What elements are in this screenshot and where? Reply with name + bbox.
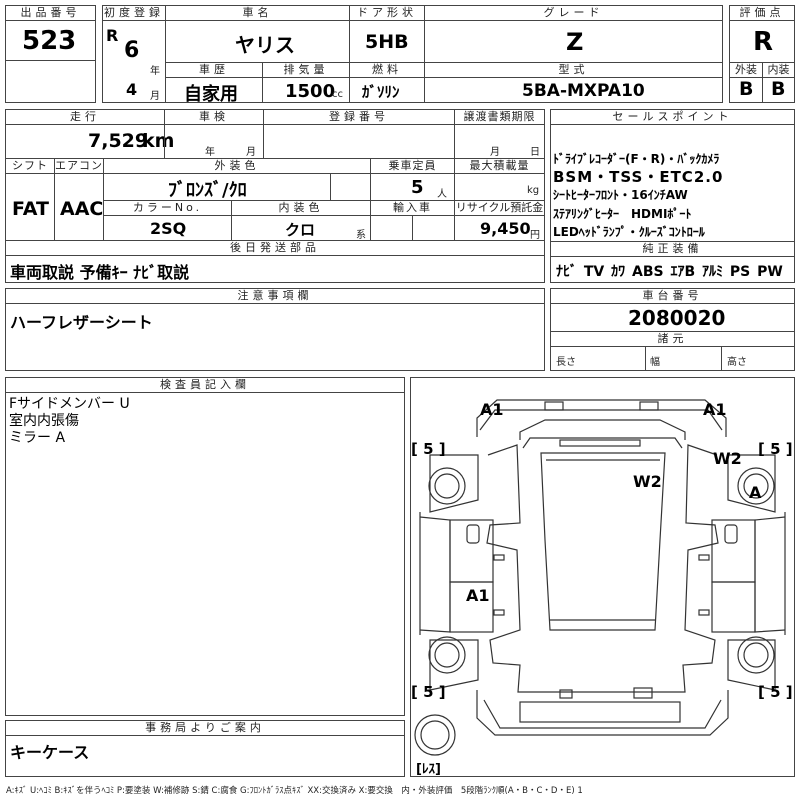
inspector-line: ミラー A [9,430,66,446]
capacity: 5 [411,177,424,198]
tread-depth: [ 5 ] [758,440,793,458]
color-no: 2SQ [150,219,187,238]
width-label: 幅 [650,357,660,368]
inspector-line: Fサイドメンバー U [9,396,130,412]
int-color-unit: 系 [356,230,366,241]
displacement-label: 排気量 [262,62,350,78]
recycle-label: リサイクル預託金 [454,200,545,216]
length-label: 長さ [556,357,576,368]
max-load-unit: kg [527,185,540,196]
tread-depth: [ 5 ] [411,440,446,458]
car-diagram-frame [410,377,795,777]
notes-cell [5,303,545,371]
exterior-score: B [739,78,754,100]
reg-year: 6 [124,38,140,63]
chassis-number: 2080020 [628,306,726,330]
height-cell [721,346,795,371]
damage-mark: W2 [633,472,662,491]
door-type: 5HB [365,31,409,53]
history-label: 車歴 [165,62,263,78]
notes-text: ハーフレザーシート [10,313,153,332]
interior-score: B [771,78,786,100]
ext-color-label: 外装色 [103,158,371,174]
sales-line: ｽﾃｱﾘﾝｸﾞﾋｰﾀｰ HDMIﾎﾟｰﾄ [553,207,692,221]
damage-mark: A1 [703,400,727,419]
month-unit: 月 [150,91,160,102]
mileage-unit: km [142,130,175,152]
fuel-label: 燃料 [349,62,425,78]
transfer-month-unit: 月 [490,147,500,158]
displacement: 1500 [285,81,336,102]
damage-mark: A1 [480,400,504,419]
model-cell [424,77,723,103]
exterior-score-label: 外装 [729,62,763,78]
era: R [106,26,119,45]
inspector-cell [5,392,405,716]
shift: FAT [12,198,49,220]
int-color: クロ [285,221,316,239]
shift-label: シフト [5,158,55,174]
inspector-line: 室内内張傷 [9,413,79,429]
capacity-unit: 人 [437,189,447,200]
equipment: ﾅﾋﾞ TV ｶﾜ ABS ｴｱB ｱﾙﾐ PS PW [556,264,783,280]
height-label: 高さ [727,357,747,368]
office-cell [5,735,405,777]
model-code: 5BA-MXPA10 [522,81,645,101]
ext-color: ﾌﾞﾛﾝｽﾞ/ｸﾛ [168,180,247,201]
legend: A:ｷｽﾞ U:ﾍｺﾐ B:ｷｽﾞを伴うﾍｺﾐ P:要塗装 W:補修跡 S:錆 … [6,786,583,796]
tread-depth: [ 5 ] [758,683,793,701]
lot-number: 523 [22,26,77,56]
reg-month: 4 [126,80,138,99]
transfer-day-unit: 日 [530,147,540,158]
fuel: ｶﾞｿﾘﾝ [362,83,400,101]
year-unit: 年 [150,66,160,77]
recycle-unit: 円 [530,230,540,241]
car-name: ヤリス [235,33,295,57]
sales-line: ｼｰﾄﾋｰﾀｰﾌﾛﾝﾄ・16ｲﾝﾁAW [553,188,688,202]
equipment-cell [550,256,795,283]
sales-line: BSM・TSS・ETC2.0 [553,168,724,186]
inspection-month-unit: 月 [246,147,256,158]
tread-depth: [ 5 ] [411,683,446,701]
office-text: キーケース [10,743,90,762]
damage-mark: W2 [713,449,742,468]
displacement-unit: cc [332,89,343,100]
later-parts-cell [5,255,545,283]
sales-points-label: セールスポイント [550,109,795,125]
damage-mark: A [749,483,762,502]
sales-line: LEDﾍｯﾄﾞﾗﾝﾌﾟ・ｸﾙｰｽﾞｺﾝﾄﾛｰﾙ [553,225,705,239]
inspection-year-unit: 年 [205,147,215,158]
spare-tire-status: [ﾚｽ] [416,762,441,777]
later-parts: 車両取説 予備ｷｰ ﾅﾋﾞ取説 [10,263,190,282]
grade: Z [566,28,584,56]
mileage: 7,529 [88,130,149,152]
ac: AAC [60,198,104,220]
history: 自家用 [184,84,238,105]
recycle-fee: 9,450 [480,219,531,238]
score: R [753,27,774,57]
interior-score-cell [762,77,795,103]
damage-mark: A1 [466,586,490,605]
lot-blank-cell [5,60,96,103]
sales-line: ﾄﾞﾗｲﾌﾞﾚｺｰﾀﾞｰ(F・R)・ﾊﾞｯｸｶﾒﾗ [553,152,720,166]
